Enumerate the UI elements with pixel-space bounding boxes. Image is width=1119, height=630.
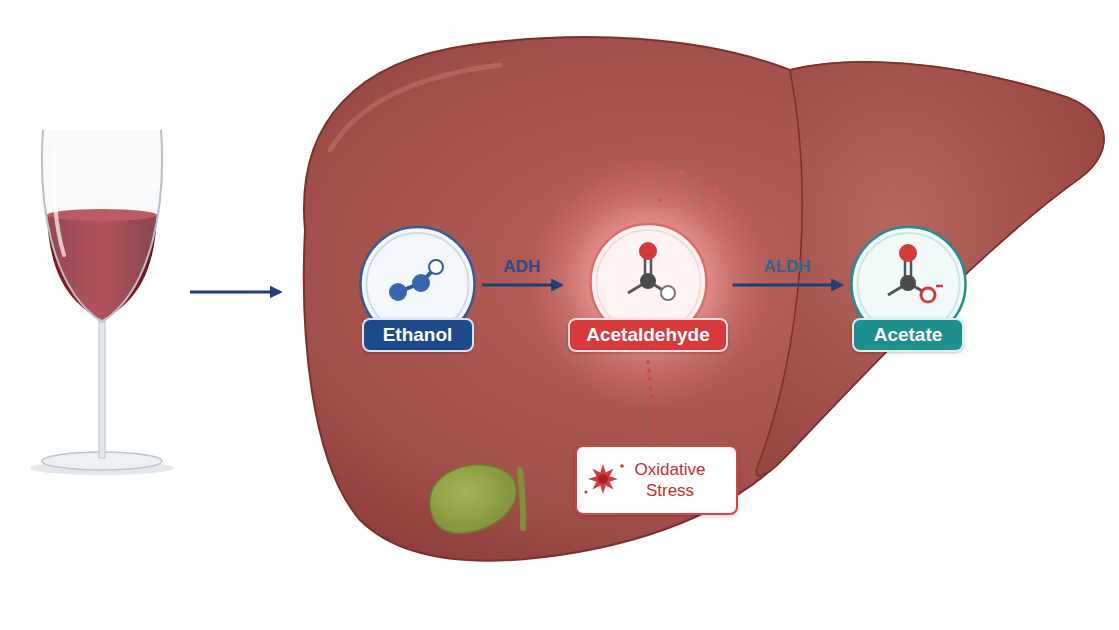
enzyme-label: ALDH [763,257,810,277]
toxic-glow [523,157,773,407]
node-label: Oxidative Stress [621,459,719,501]
glass-highlight [54,150,64,255]
ethanol-node: Ethanol [355,222,480,352]
reaction-arrow [733,284,842,287]
reaction-arrow [482,284,562,287]
glass-stem [99,316,105,458]
toxic-particles [610,169,717,211]
dotted-link [648,362,657,439]
ethanol-molecule [389,260,443,301]
gallbladder [430,465,516,534]
glass-bowl [42,130,162,322]
intake-arrow [190,291,280,294]
enzyme-label: ADH [503,257,540,277]
node-label: Acetaldehyde [568,318,728,352]
liver [304,37,1104,561]
node-label: Ethanol [362,318,474,352]
node-label: Acetate [852,318,964,352]
acetate-node: Acetate [846,222,971,352]
stress-box: Oxidative Stress [575,445,738,515]
acetate-molecule [888,244,943,302]
liver-highlight [330,65,500,150]
acetaldehyde-molecule [628,242,675,300]
stress-burst [584,464,623,494]
bile-duct [520,470,523,528]
liver-right-lobe [756,62,1104,476]
acetaldehyde-node: Acetaldehyde [566,220,731,352]
